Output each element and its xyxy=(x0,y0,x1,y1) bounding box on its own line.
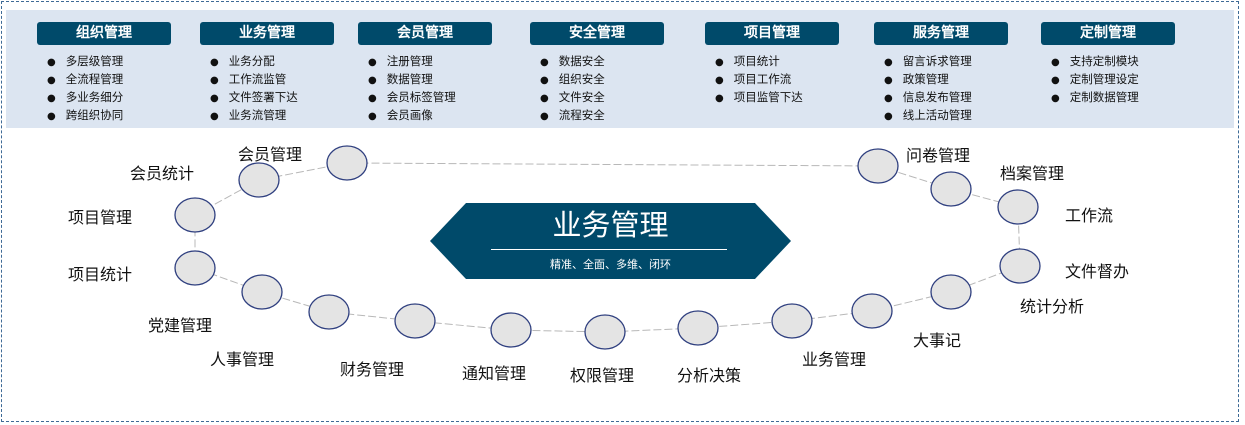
category-item: 定制数据管理 xyxy=(1051,89,1175,107)
node-circle xyxy=(174,197,216,233)
category-item: 文件签署下达 xyxy=(210,89,334,107)
node-label: 统计分析 xyxy=(1020,297,1085,316)
node-label: 通知管理 xyxy=(462,364,527,383)
category-item: 业务分配 xyxy=(210,53,334,71)
category-list: 项目统计项目工作流项目监管下达 xyxy=(715,53,839,107)
category-item: 工作流监管 xyxy=(210,71,334,89)
center-divider xyxy=(491,249,727,250)
node-label: 业务管理 xyxy=(802,350,867,369)
category-item: 项目统计 xyxy=(715,53,839,71)
node-label: 档案管理 xyxy=(1000,164,1065,183)
center-title: 业务管理 xyxy=(552,208,669,242)
category-item: 支持定制模块 xyxy=(1051,53,1175,71)
category-item: 会员画像 xyxy=(368,107,492,125)
category-title: 项目管理 xyxy=(705,22,839,45)
category-5: 服务管理留言诉求管理政策管理信息发布管理线上活动管理 xyxy=(874,22,1008,125)
category-item: 多业务细分 xyxy=(47,89,171,107)
category-title: 业务管理 xyxy=(200,22,334,45)
category-list: 支持定制模块定制管理设定定制数据管理 xyxy=(1051,53,1175,107)
node-label: 会员统计 xyxy=(130,164,195,183)
node-circle xyxy=(394,303,436,339)
node-circle xyxy=(930,171,972,207)
center-hexagon xyxy=(430,203,791,279)
node-circle xyxy=(584,314,626,350)
node-circle xyxy=(997,189,1039,225)
node-label: 项目管理 xyxy=(68,208,133,227)
category-item: 数据安全 xyxy=(540,53,664,71)
category-panel: 组织管理多层级管理全流程管理多业务细分跨组织协同业务管理业务分配工作流监管文件签… xyxy=(6,10,1234,128)
node-label: 党建管理 xyxy=(148,316,213,335)
category-title: 安全管理 xyxy=(530,22,664,45)
category-title: 定制管理 xyxy=(1041,22,1175,45)
category-4: 项目管理项目统计项目工作流项目监管下达 xyxy=(705,22,839,107)
node-label: 工作流 xyxy=(1065,206,1114,225)
node-label: 人事管理 xyxy=(210,350,275,369)
category-list: 多层级管理全流程管理多业务细分跨组织协同 xyxy=(47,53,171,125)
category-1: 业务管理业务分配工作流监管文件签署下达业务流管理 xyxy=(200,22,334,125)
node-label: 大事记 xyxy=(913,331,962,350)
node-label: 权限管理 xyxy=(570,366,635,385)
category-list: 业务分配工作流监管文件签署下达业务流管理 xyxy=(210,53,334,125)
category-item: 留言诉求管理 xyxy=(884,53,1008,71)
node-label: 文件督办 xyxy=(1065,262,1130,281)
category-item: 业务流管理 xyxy=(210,107,334,125)
category-title: 会员管理 xyxy=(358,22,492,45)
category-item: 全流程管理 xyxy=(47,71,171,89)
node-circle xyxy=(238,162,280,198)
node-circle xyxy=(174,250,216,286)
category-item: 流程安全 xyxy=(540,107,664,125)
category-6: 定制管理支持定制模块定制管理设定定制数据管理 xyxy=(1041,22,1175,107)
category-title: 服务管理 xyxy=(874,22,1008,45)
node-label: 问卷管理 xyxy=(906,146,971,165)
node-circle xyxy=(677,310,719,346)
category-item: 文件安全 xyxy=(540,89,664,107)
node-circle xyxy=(930,274,972,310)
category-title: 组织管理 xyxy=(37,22,171,45)
center-subtitle: 精准、全面、多维、闭环 xyxy=(550,258,671,271)
node-label: 分析决策 xyxy=(677,366,742,385)
category-item: 多层级管理 xyxy=(47,53,171,71)
category-item: 注册管理 xyxy=(368,53,492,71)
node-circle xyxy=(308,294,350,330)
node-circle xyxy=(771,303,813,339)
category-0: 组织管理多层级管理全流程管理多业务细分跨组织协同 xyxy=(37,22,171,125)
category-item: 项目工作流 xyxy=(715,71,839,89)
node-circle xyxy=(326,145,368,181)
category-item: 数据管理 xyxy=(368,71,492,89)
category-list: 留言诉求管理政策管理信息发布管理线上活动管理 xyxy=(884,53,1008,125)
node-circle xyxy=(851,293,893,329)
category-item: 跨组织协同 xyxy=(47,107,171,125)
node-circle xyxy=(999,248,1041,284)
category-item: 项目监管下达 xyxy=(715,89,839,107)
category-item: 组织安全 xyxy=(540,71,664,89)
node-label: 会员管理 xyxy=(238,145,303,164)
category-item: 线上活动管理 xyxy=(884,107,1008,125)
category-3: 安全管理数据安全组织安全文件安全流程安全 xyxy=(530,22,664,125)
category-item: 信息发布管理 xyxy=(884,89,1008,107)
node-circle xyxy=(857,148,899,184)
category-list: 数据安全组织安全文件安全流程安全 xyxy=(540,53,664,125)
category-item: 会员标签管理 xyxy=(368,89,492,107)
category-item: 定制管理设定 xyxy=(1051,71,1175,89)
category-list: 注册管理数据管理会员标签管理会员画像 xyxy=(368,53,492,125)
category-2: 会员管理注册管理数据管理会员标签管理会员画像 xyxy=(358,22,492,125)
category-item: 政策管理 xyxy=(884,71,1008,89)
node-circle xyxy=(241,274,283,310)
node-circle xyxy=(490,312,532,348)
node-label: 财务管理 xyxy=(340,360,405,379)
node-label: 项目统计 xyxy=(68,265,133,284)
